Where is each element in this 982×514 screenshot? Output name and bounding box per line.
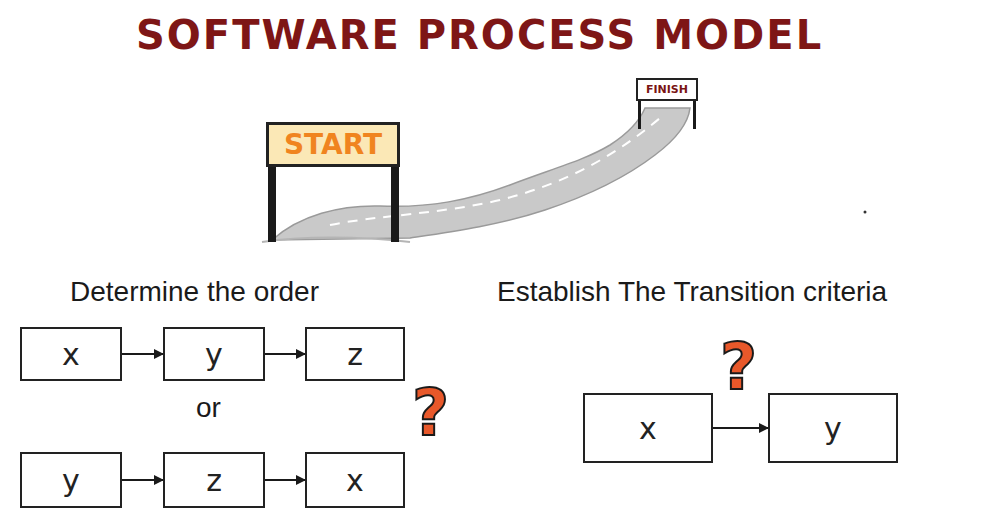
ground-line xyxy=(262,238,410,243)
question-mark: ? xyxy=(720,330,757,404)
box-text: z xyxy=(206,463,222,498)
start-sign: START xyxy=(266,122,400,167)
process-box: x xyxy=(305,452,405,508)
box-text: x xyxy=(62,337,80,372)
box-text: x xyxy=(639,411,657,446)
box-text: FINISH xyxy=(646,83,688,96)
process-box: y xyxy=(163,327,265,381)
arrow-connector xyxy=(122,353,163,355)
arrow-connector xyxy=(265,479,305,481)
sign-post xyxy=(638,99,641,129)
process-box: z xyxy=(163,452,265,508)
process-box: y xyxy=(20,452,122,508)
box-text: START xyxy=(284,128,382,161)
sign-post xyxy=(391,165,399,242)
sign-post xyxy=(693,99,696,129)
finish-sign: FINISH xyxy=(636,78,698,101)
process-box: z xyxy=(305,327,405,381)
section-heading: Establish The Transition criteria xyxy=(497,276,887,308)
box-text: y xyxy=(205,337,223,372)
arrow-connector xyxy=(122,479,163,481)
process-box: y xyxy=(768,393,898,463)
diagram-title: SOFTWARE PROCESS MODEL xyxy=(136,12,823,58)
box-text: x xyxy=(346,463,364,498)
process-box: x xyxy=(583,393,713,463)
box-text: z xyxy=(347,337,363,372)
sign-post xyxy=(268,165,276,242)
dot xyxy=(864,211,867,214)
box-text: y xyxy=(62,463,80,498)
section-heading: Determine the order xyxy=(70,276,319,308)
question-mark: ? xyxy=(412,376,449,450)
arrow-connector xyxy=(713,427,768,429)
box-text: y xyxy=(824,411,842,446)
or-label: or xyxy=(196,392,221,424)
process-box: x xyxy=(20,327,122,381)
arrow-connector xyxy=(265,353,305,355)
